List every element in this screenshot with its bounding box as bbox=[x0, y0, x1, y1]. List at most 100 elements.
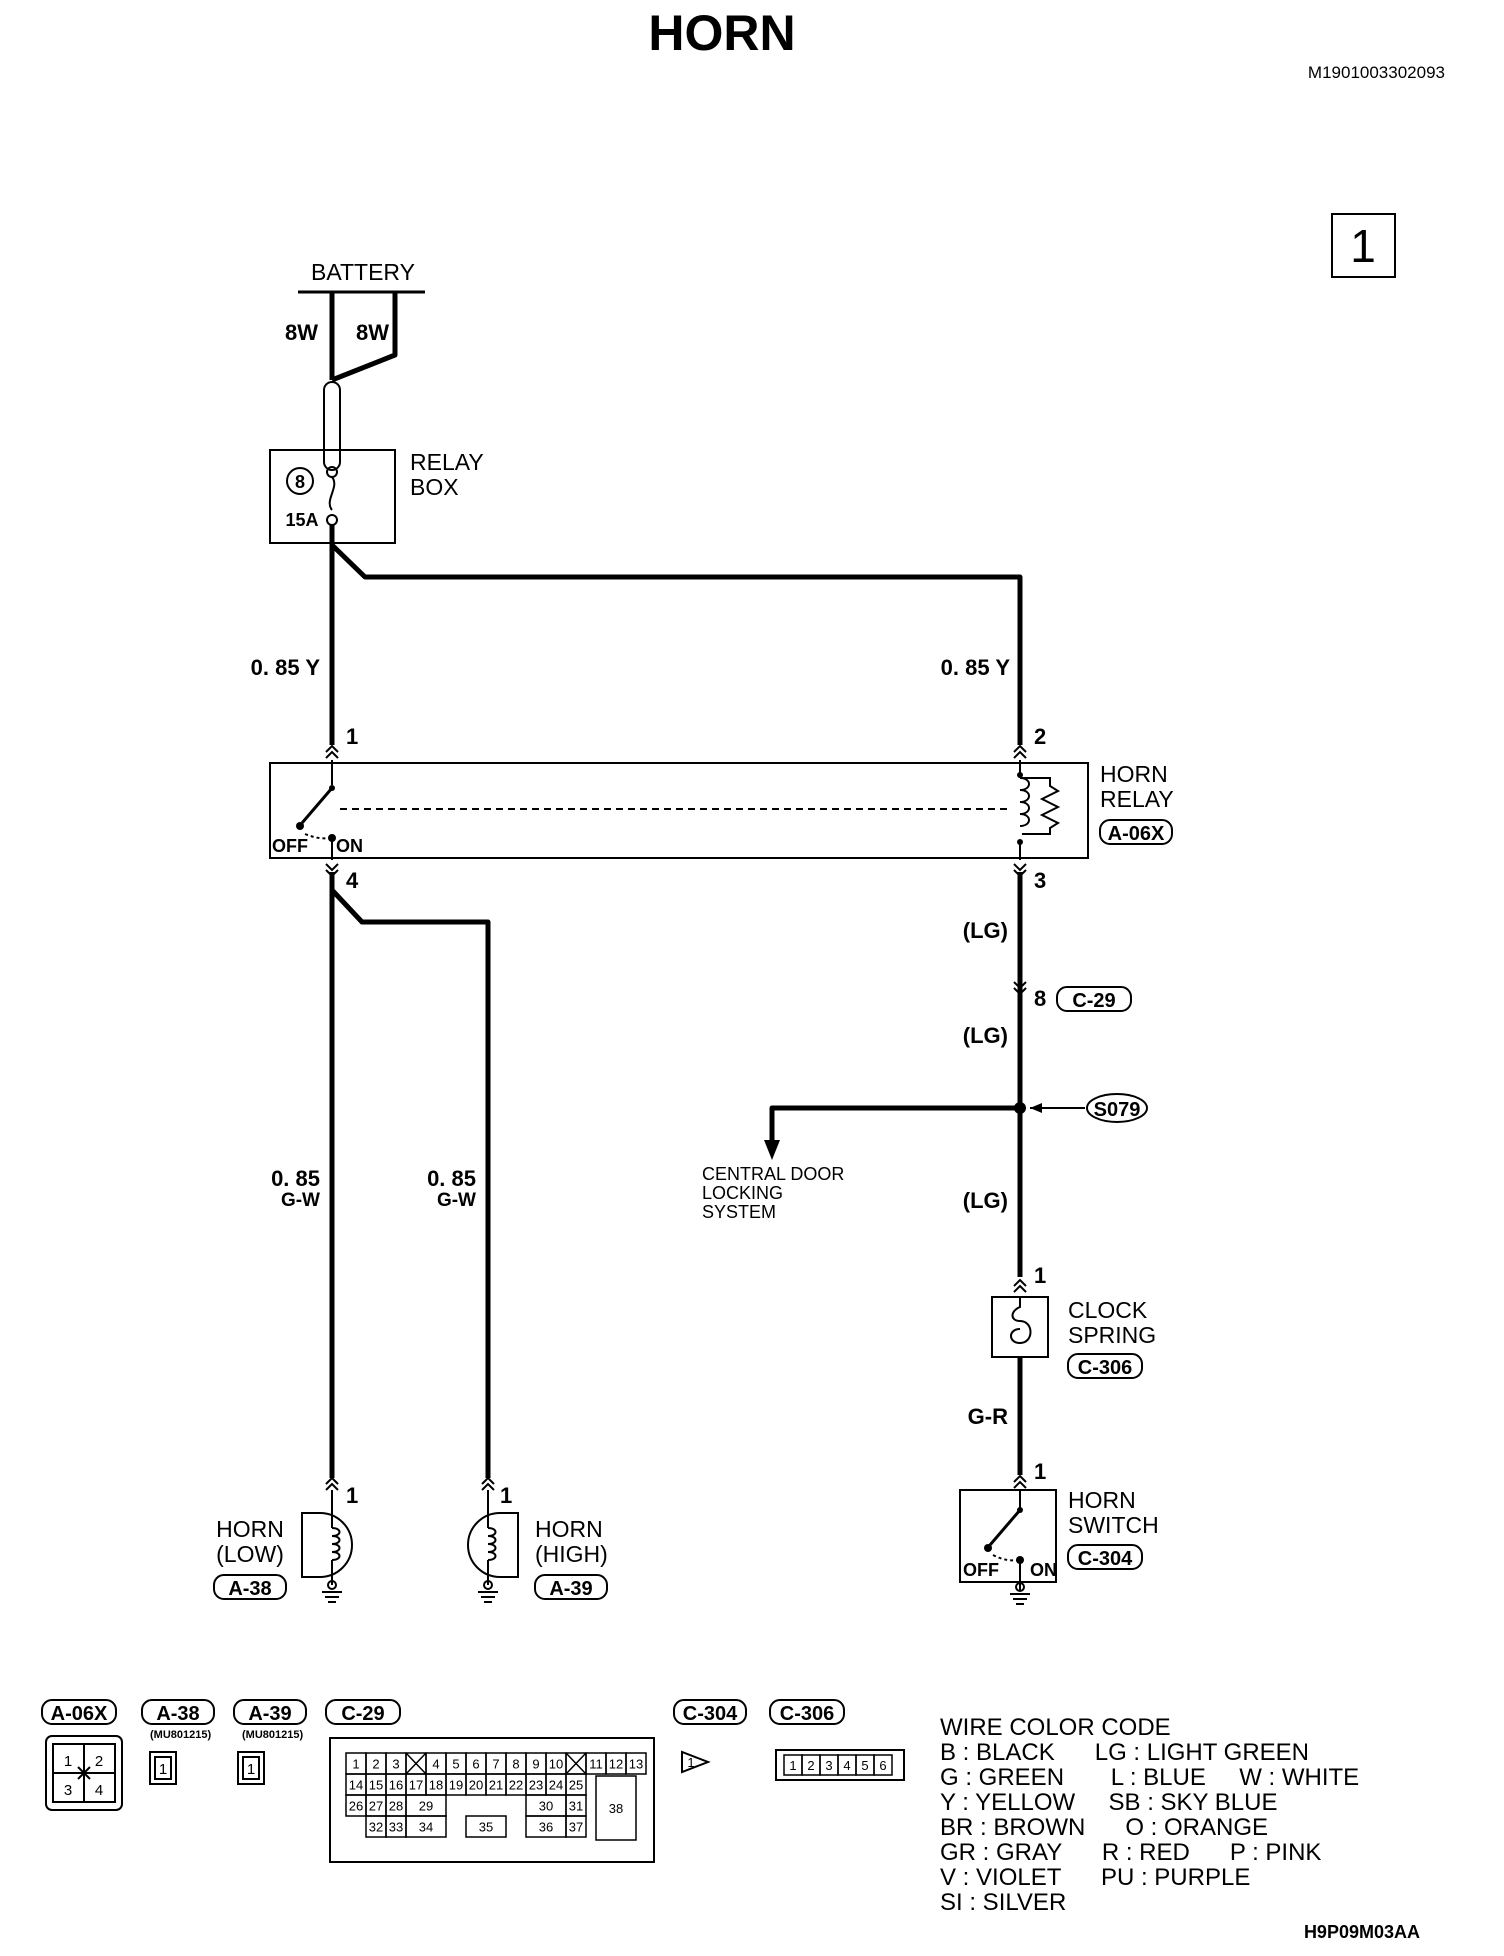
horn-low-connector: A-38 bbox=[228, 1578, 271, 1600]
c29-pin-22-label: 22 bbox=[509, 1778, 523, 1793]
c29-pin-blank-11-blank-mark bbox=[565, 1752, 587, 1775]
c306-pin-4-label: 4 bbox=[843, 1758, 850, 1773]
wire-gw-left-label-1: 0. 85 bbox=[271, 1166, 320, 1191]
c306-pin-6-label: 6 bbox=[879, 1758, 886, 1773]
conn-c304-outline bbox=[681, 1750, 711, 1774]
wire-lg-label-3: (LG) bbox=[963, 1188, 1008, 1213]
diagram-title: HORN bbox=[648, 5, 795, 61]
conn-c304-badge bbox=[673, 1699, 747, 1725]
c29-pin-5-label: 5 bbox=[452, 1757, 459, 1772]
fuse-terminal-bottom bbox=[326, 514, 338, 526]
battery-label: BATTERY bbox=[311, 259, 415, 285]
c29-pin-9-label: 9 bbox=[532, 1757, 539, 1772]
fuse-number-circle bbox=[286, 467, 314, 495]
horn-relay-label-2: RELAY bbox=[1100, 786, 1174, 812]
conn-c306-outline bbox=[775, 1749, 905, 1781]
clock-spring-label-1: CLOCK bbox=[1068, 1297, 1148, 1323]
horn-switch-box bbox=[959, 1489, 1057, 1583]
relay-pin-4: 4 bbox=[346, 868, 359, 893]
c29-pin-33-label: 33 bbox=[389, 1820, 403, 1835]
wire-color-code-line-6: V : VIOLET PU : PURPLE bbox=[940, 1864, 1250, 1891]
horn-relay-label-1: HORN bbox=[1100, 761, 1168, 787]
wire-color-code-line-1: B : BLACK LG : LIGHT GREEN bbox=[940, 1739, 1309, 1766]
relay-pin3-mark bbox=[1013, 863, 1027, 872]
c29-pin-31-label: 31 bbox=[569, 1799, 583, 1814]
c29-pin-3-label: 3 bbox=[392, 1757, 399, 1772]
horn-switch-connector: C-304 bbox=[1078, 1548, 1133, 1570]
conn-a06x-label: A-06X bbox=[51, 1703, 108, 1725]
wire-lg-label-2: (LG) bbox=[963, 1023, 1008, 1048]
c29-pin-35-label: 35 bbox=[479, 1820, 493, 1835]
fusible-link bbox=[323, 381, 341, 471]
wire-color-code-line-3: Y : YELLOW SB : SKY BLUE bbox=[940, 1789, 1278, 1816]
fuse-rating: 15A bbox=[285, 510, 318, 530]
horn-low-badge bbox=[213, 1574, 287, 1600]
c29-pin-19-label: 19 bbox=[449, 1778, 463, 1793]
c29-pin-26-label: 26 bbox=[349, 1799, 363, 1814]
horn-relay-connector: A-06X bbox=[1108, 823, 1165, 845]
horn-relay-box bbox=[269, 762, 1089, 859]
c306-pin-2-label: 2 bbox=[807, 1758, 814, 1773]
c29-pin-18-label: 18 bbox=[429, 1778, 443, 1793]
splice-label: S079 bbox=[1094, 1099, 1141, 1121]
c29-pin-23-label: 23 bbox=[529, 1778, 543, 1793]
horn-high-label-1: HORN bbox=[535, 1516, 603, 1542]
c29-pin-37-label: 37 bbox=[569, 1820, 583, 1835]
horn-high-symbol bbox=[467, 1490, 519, 1603]
battery-wire-right bbox=[331, 292, 398, 383]
c29-pin-11-label: 11 bbox=[589, 1757, 603, 1772]
wire-gw-right-label-2: G-W bbox=[437, 1190, 476, 1211]
clock-spring-label-2: SPRING bbox=[1068, 1322, 1156, 1348]
horn-switch-badge bbox=[1067, 1544, 1143, 1570]
relay-resistor bbox=[1022, 777, 1061, 835]
horn-switch-pin: 1 bbox=[1034, 1459, 1046, 1484]
c29-pin-2-label: 2 bbox=[372, 1757, 379, 1772]
horn-high-pin-mark bbox=[481, 1476, 495, 1485]
wire-8w-left: 8W bbox=[285, 320, 318, 345]
conn-a06x-pin-1: 1 bbox=[64, 1753, 72, 1770]
conn-a38-pin-1: 1 bbox=[159, 1761, 167, 1778]
splice-badge bbox=[1086, 1093, 1148, 1123]
document-code: M1901003302093 bbox=[1308, 63, 1445, 82]
c29-pin-10-label: 10 bbox=[549, 1757, 563, 1772]
wire-color-code-line-5: GR : GRAY R : RED P : PINK bbox=[940, 1839, 1321, 1866]
clock-spring-pin-mark bbox=[1013, 1278, 1027, 1287]
conn-a39-pin-1: 1 bbox=[247, 1761, 255, 1778]
conn-a06x-badge bbox=[41, 1699, 117, 1725]
wire-lg-label-1: (LG) bbox=[963, 918, 1008, 943]
c29-pin-1-label: 1 bbox=[352, 1757, 359, 1772]
horn-switch-pin-mark bbox=[1013, 1474, 1027, 1483]
c29-pin-34-label: 34 bbox=[419, 1820, 433, 1835]
wire-color-code-heading: WIRE COLOR CODE bbox=[940, 1714, 1171, 1741]
wire-gr-label: G-R bbox=[968, 1404, 1008, 1429]
conn-c29-outline bbox=[329, 1737, 655, 1863]
relay-pin2-mark bbox=[1013, 744, 1027, 753]
page-number: 1 bbox=[1350, 220, 1376, 272]
branch-arrow bbox=[764, 1140, 780, 1160]
wire-085y-right bbox=[330, 543, 1023, 745]
c29-pin-4-label: 4 bbox=[432, 1757, 439, 1772]
wire-085y-left-label: 0. 85 Y bbox=[251, 655, 321, 680]
c29-badge bbox=[1056, 986, 1132, 1012]
horn-switch-label-2: SWITCH bbox=[1068, 1512, 1159, 1538]
c29-pin-27-label: 27 bbox=[369, 1799, 383, 1814]
fuse-terminal-top bbox=[326, 466, 338, 478]
relay-pin1-mark bbox=[325, 744, 339, 753]
relay-switch-arm bbox=[300, 787, 334, 824]
horn-low-symbol bbox=[301, 1490, 353, 1603]
fuse-element bbox=[328, 476, 336, 511]
c29-pin-13 bbox=[625, 1752, 647, 1775]
c29-pin-blank-3-blank-mark bbox=[405, 1752, 427, 1775]
conn-a38-part: (MU801215) bbox=[150, 1729, 211, 1741]
wire-gw-right bbox=[330, 888, 491, 1478]
c29-pin-12-label: 12 bbox=[609, 1757, 623, 1772]
horn-high-pin: 1 bbox=[500, 1483, 512, 1508]
c29-pin-24-label: 24 bbox=[549, 1778, 563, 1793]
relay-box-label-1: RELAY bbox=[410, 449, 484, 475]
relay-pin-3: 3 bbox=[1034, 868, 1046, 893]
horn-relay-connector-badge bbox=[1099, 819, 1173, 845]
relay-pin4-mark bbox=[325, 863, 339, 872]
c29-pin-25-label: 25 bbox=[569, 1778, 583, 1793]
c29-pin-6-label: 6 bbox=[472, 1757, 479, 1772]
